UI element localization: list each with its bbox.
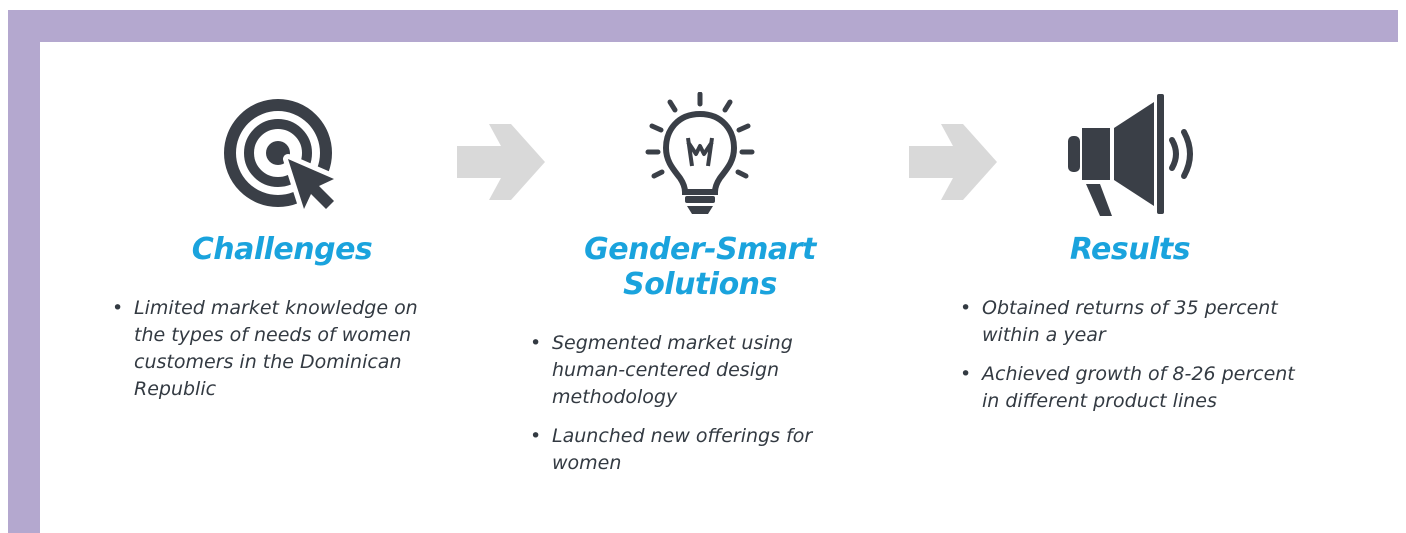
megaphone-icon xyxy=(960,92,1300,218)
solutions-heading: Gender-Smart Solutions xyxy=(584,232,816,302)
challenges-list: Limited market knowledge on the types of… xyxy=(112,295,452,403)
solutions-list: Segmented market using human-centered de… xyxy=(530,330,870,477)
arrow-right-icon xyxy=(455,122,547,207)
results-column: Results Obtained returns of 35 percent w… xyxy=(960,92,1300,427)
frame-left-border xyxy=(8,10,40,533)
solutions-bullet-2: Launched new offerings for women xyxy=(530,423,870,477)
arrow-right-icon xyxy=(907,122,999,207)
solutions-bullet-1: Segmented market using human-centered de… xyxy=(530,330,870,411)
results-list: Obtained returns of 35 percent within a … xyxy=(960,295,1300,415)
challenges-heading: Challenges xyxy=(191,232,373,267)
challenges-bullet-1: Limited market knowledge on the types of… xyxy=(112,295,452,403)
lightbulb-icon xyxy=(530,92,870,218)
results-bullet-1: Obtained returns of 35 percent within a … xyxy=(960,295,1300,349)
challenges-column: Challenges Limited market knowledge on t… xyxy=(112,92,452,415)
target-cursor-icon xyxy=(112,92,452,218)
frame-top-border xyxy=(8,10,1398,42)
results-heading: Results xyxy=(1069,232,1191,267)
results-bullet-2: Achieved growth of 8-26 percent in diffe… xyxy=(960,361,1300,415)
solutions-column: Gender-Smart Solutions Segmented market … xyxy=(530,92,870,489)
